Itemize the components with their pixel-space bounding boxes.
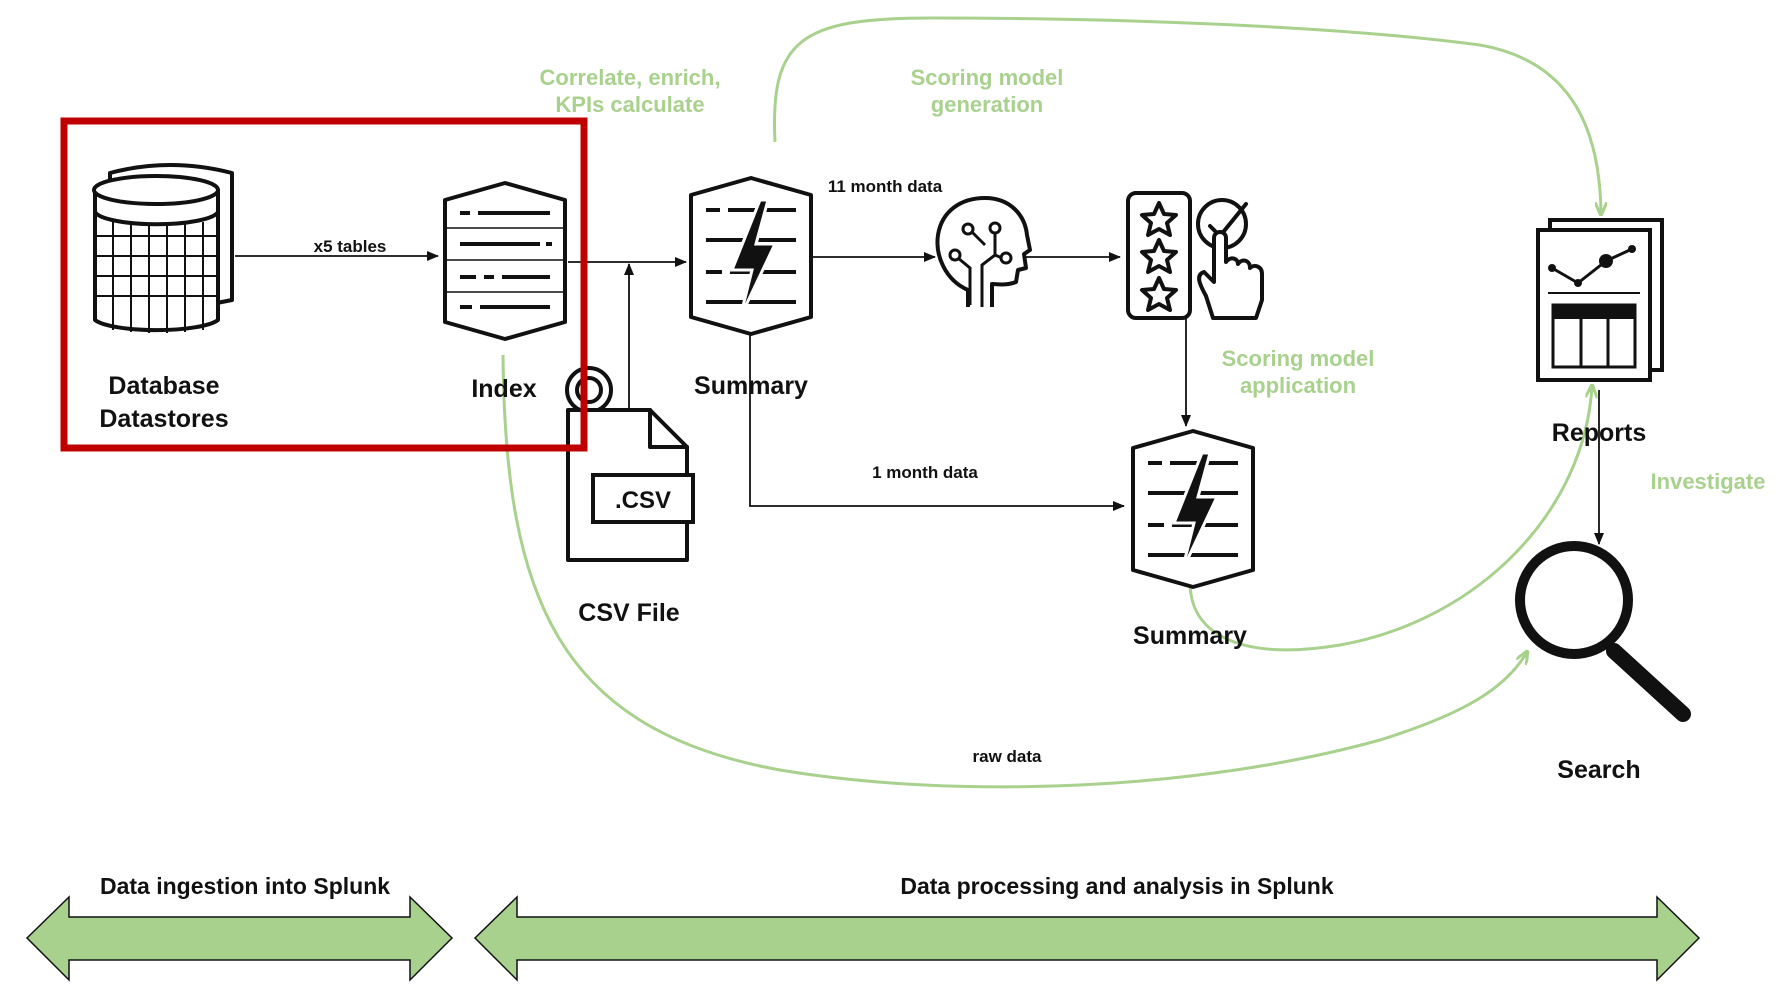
flow-summary-to-reports <box>772 16 1601 214</box>
annotation-scoring-generation-line2: generation <box>931 92 1043 117</box>
phase-processing: Data processing and analysis in Splunk <box>473 873 1701 982</box>
summary-icon <box>689 176 813 336</box>
flow-index-raw-to-search <box>501 354 1527 789</box>
annotation-scoring-application-line2: application <box>1240 373 1356 398</box>
phase-ingestion-label: Data ingestion into Splunk <box>100 873 390 899</box>
summary-top-label: Summary <box>694 372 808 400</box>
edge-summary-to-summary-bottom <box>749 334 1125 511</box>
edge-label-raw-data: raw data <box>973 747 1043 766</box>
index-label: Index <box>471 375 536 403</box>
database-label-line1: Database <box>108 372 219 400</box>
summary-bottom-icon <box>1131 429 1255 589</box>
database-icon <box>92 163 234 333</box>
annotation-investigate: Investigate <box>1651 469 1766 494</box>
annotation-scoring-application-line1: Scoring model <box>1222 346 1375 371</box>
summary-bottom-label: Summary <box>1133 622 1247 650</box>
phase-ingestion: Data ingestion into Splunk <box>25 873 454 982</box>
ingestion-highlight-frame <box>60 117 588 452</box>
search-label: Search <box>1557 756 1640 784</box>
index-icon <box>443 181 567 341</box>
annotation-scoring-generation-line1: Scoring model <box>911 65 1064 90</box>
database-label-line2: Datastores <box>99 405 228 433</box>
edge-label-1-month: 1 month data <box>872 463 978 482</box>
reports-label: Reports <box>1552 419 1646 447</box>
phase-ingestion-arrow <box>25 895 454 982</box>
annotation-correlate-line1: Correlate, enrich, <box>540 65 721 90</box>
edge-label-x5-tables: x5 tables <box>314 237 387 256</box>
green-flows <box>501 16 1601 789</box>
brain-icon <box>935 196 1032 307</box>
csv-file-label: CSV File <box>578 599 680 627</box>
rating-icon <box>1126 191 1264 320</box>
flow-summary-bottom-to-reports <box>1188 386 1592 652</box>
edge-label-11-month: 11 month data <box>828 177 943 196</box>
annotation-correlate-line2: KPIs calculate <box>555 92 704 117</box>
reports-icon <box>1536 218 1664 382</box>
magnifier-icon <box>1515 541 1691 722</box>
phase-processing-arrow <box>473 895 1701 982</box>
csv-badge: .CSV <box>615 487 671 514</box>
csv-file-icon: .CSV <box>565 366 695 562</box>
connectors <box>235 251 1604 545</box>
phase-processing-label: Data processing and analysis in Splunk <box>900 873 1334 899</box>
